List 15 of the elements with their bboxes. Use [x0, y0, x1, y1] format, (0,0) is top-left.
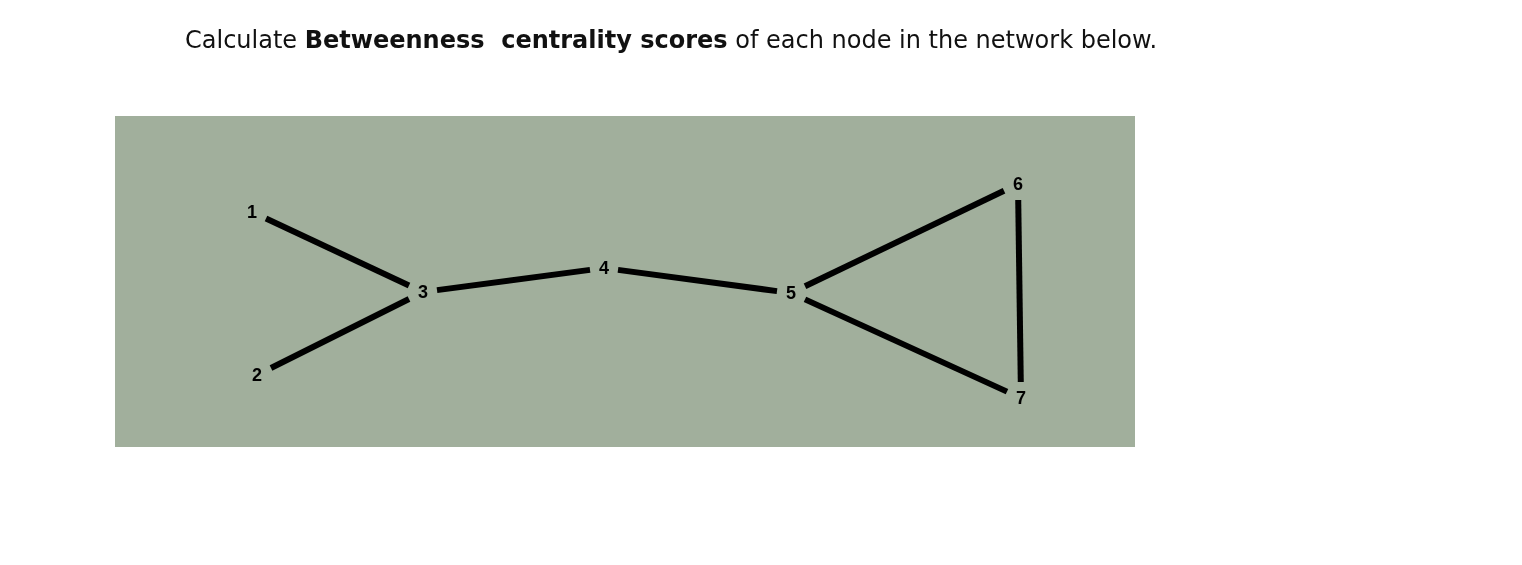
edge-line [1015, 199, 1024, 383]
node-number: 5 [781, 281, 801, 305]
edge-line [803, 188, 1006, 289]
edge-line [269, 296, 411, 371]
edge-line [803, 296, 1009, 395]
node-number: 4 [594, 256, 614, 280]
edge-line [617, 266, 778, 295]
node-number: 1 [242, 200, 262, 224]
edge-line [264, 215, 411, 289]
edge-line [436, 266, 591, 294]
node-number: 6 [1008, 172, 1028, 196]
title: Calculate Betweenness centrality scores of each node in the network below. [185, 26, 1158, 54]
node-number: 3 [413, 280, 433, 304]
node-number: 7 [1011, 386, 1031, 410]
node-number: 2 [247, 363, 267, 387]
